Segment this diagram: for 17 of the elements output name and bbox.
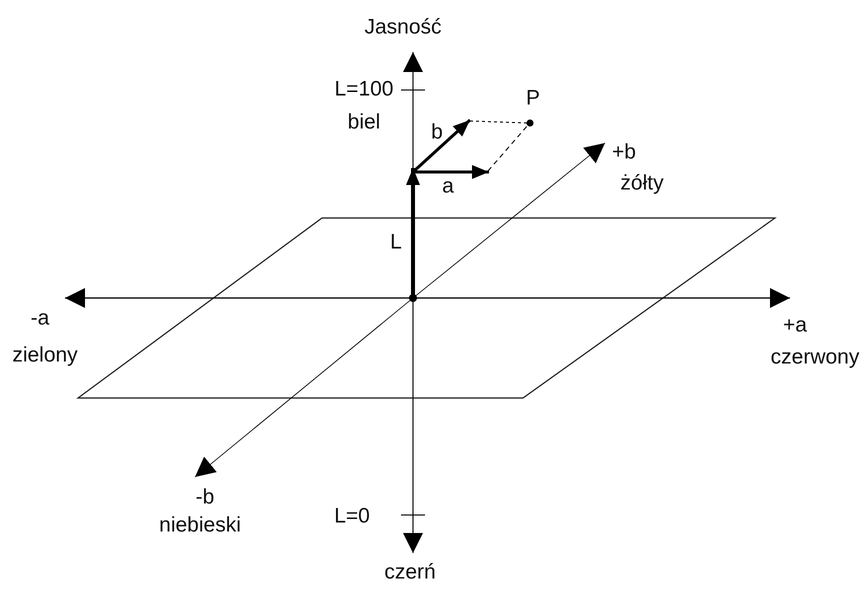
vector-label: b bbox=[431, 122, 443, 142]
axis-title: Jasność bbox=[364, 16, 442, 38]
axis-label: czerwony bbox=[770, 346, 860, 368]
axis-label: -a bbox=[30, 308, 50, 328]
pole-label: czerń bbox=[384, 562, 436, 582]
point-label: P bbox=[526, 88, 540, 108]
vector-label: L bbox=[390, 232, 402, 252]
axis-label: +a bbox=[783, 314, 807, 336]
axis-label: niebieski bbox=[159, 514, 241, 536]
vector-label: a bbox=[442, 176, 454, 196]
axis-label: +b bbox=[612, 142, 636, 162]
tick-label: L=0 bbox=[334, 506, 370, 526]
axis-label: żółty bbox=[620, 172, 664, 194]
axis-label: -b bbox=[196, 486, 214, 508]
tick-label: L=100 bbox=[334, 78, 394, 100]
axis-label: zielony bbox=[12, 344, 78, 366]
pole-label: biel bbox=[348, 112, 380, 132]
